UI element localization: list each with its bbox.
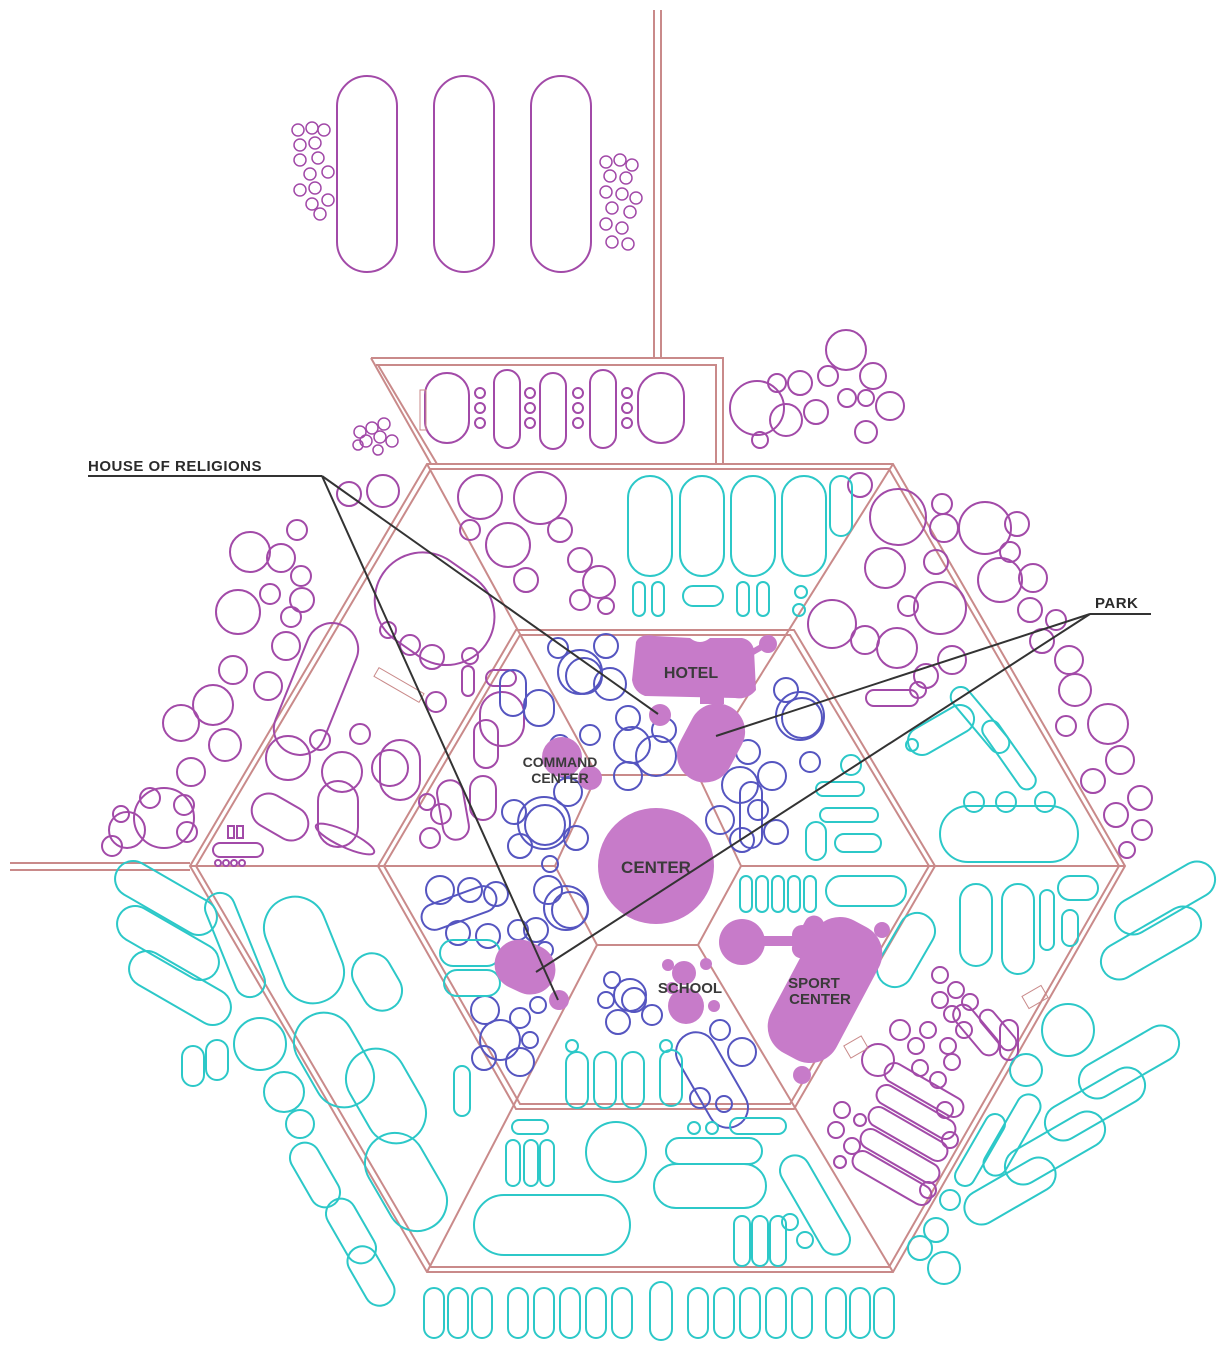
inner-north-blue-cluster xyxy=(547,633,677,791)
inner-west-blue-cluster xyxy=(499,669,589,873)
se-sector-teal xyxy=(739,875,1099,1243)
nw-sector xyxy=(212,551,525,867)
radial-road-nw xyxy=(426,463,598,776)
east-exterior-trees xyxy=(847,472,1153,859)
hotel-building xyxy=(632,635,777,783)
s-exterior-pills xyxy=(423,1281,895,1341)
north-loop-road-2 xyxy=(376,364,717,464)
north-west-small-cluster xyxy=(352,417,399,456)
north-loop-road xyxy=(371,357,724,464)
north-east-tree-cluster xyxy=(729,329,905,449)
house-of-religions-leader-1 xyxy=(321,475,659,715)
solar-panels xyxy=(419,389,1049,1059)
sport-center-label-line2: CENTER xyxy=(789,991,851,1008)
school-building xyxy=(662,958,720,1024)
s-sector xyxy=(473,1039,851,1267)
park-callout-label: PARK xyxy=(1095,595,1138,612)
se-exterior-teal xyxy=(907,860,1217,1285)
north-loop-diag-2 xyxy=(377,364,438,465)
house-of-religions-callout-label: HOUSE OF RELIGIONS xyxy=(88,458,262,475)
park-callout: PARK xyxy=(535,595,1151,973)
park-area xyxy=(494,939,556,995)
inner-south-blue-cluster xyxy=(597,971,757,1129)
center-building xyxy=(598,808,714,924)
n-sector-pills xyxy=(627,475,853,617)
north-circle-clusters xyxy=(291,121,643,251)
radial-road-se xyxy=(697,944,894,1273)
north-hangars xyxy=(336,75,592,273)
house-of-religions-leader-2 xyxy=(321,475,559,1001)
command-center-label-line2: CENTER xyxy=(531,770,589,786)
n-sector-trees xyxy=(457,471,616,615)
sport-center-label-line1: SPORT xyxy=(788,975,840,992)
command-center-label-line1: COMMAND xyxy=(523,754,598,770)
ne-sector-trees xyxy=(807,488,967,707)
park-leader-2 xyxy=(535,613,1091,973)
house-of-religions-callout: HOUSE OF RELIGIONS xyxy=(88,458,659,1001)
command-center-building xyxy=(542,737,602,790)
e-sector-pills xyxy=(805,686,1079,863)
school-label: SCHOOL xyxy=(658,980,722,997)
sw-exterior xyxy=(114,860,396,1307)
road-network xyxy=(10,10,1127,1273)
west-exterior-trees xyxy=(101,474,400,857)
north-loop-diag xyxy=(370,357,432,465)
house-of-religions xyxy=(549,704,671,1010)
hotel-label: HOTEL xyxy=(664,665,718,682)
se-sector-purple xyxy=(827,966,1019,1206)
park-leader-1 xyxy=(715,613,1091,737)
inner-east-blue-cluster xyxy=(705,677,825,853)
north-lab-pods xyxy=(424,369,685,450)
sport-center-building xyxy=(719,915,890,1084)
center-label: CENTER xyxy=(621,858,691,877)
